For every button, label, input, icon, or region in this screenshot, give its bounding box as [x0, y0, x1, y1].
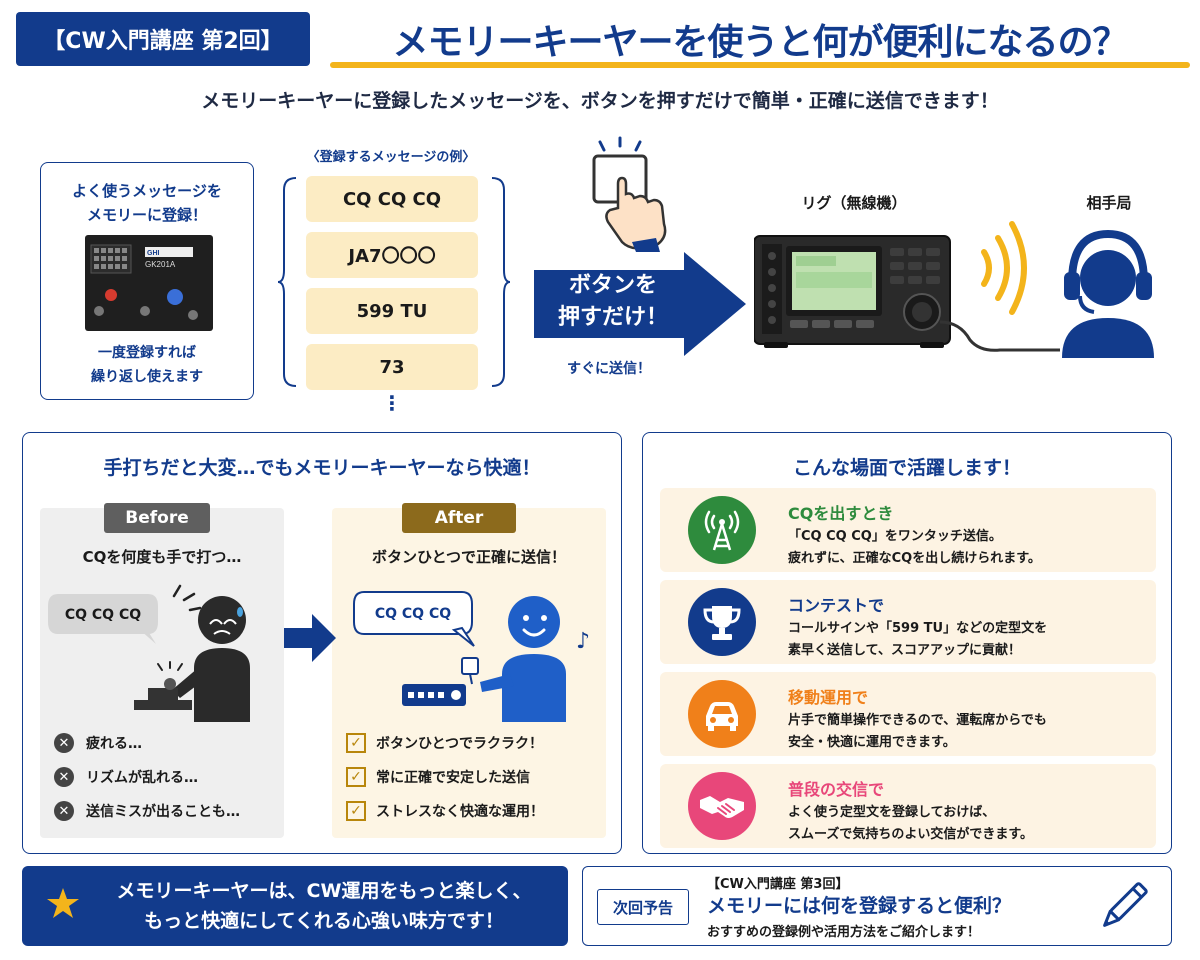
scene-title: 普段の交信で	[788, 780, 885, 799]
transceiver-image	[754, 235, 951, 348]
before-illustration: CQ CQ CQ	[48, 584, 250, 722]
footer-message: メモリーキーヤーは、CW運用をもっと楽しく、 もっと快適にしてくれる心強い味方で…	[116, 880, 532, 932]
antenna-tower-icon	[688, 496, 756, 564]
con-item: ✕疲れる…	[54, 726, 284, 760]
scene-description: よく使う定型文を登録しておけば、 スムーズで気持ちのよい交信ができます。	[788, 805, 1034, 842]
radio-waves-icon	[981, 221, 1027, 315]
before-tag: Before	[104, 503, 210, 533]
after-tag: After	[402, 503, 516, 533]
message-example-1: CQ CQ CQ	[306, 176, 478, 222]
peer-station-label: 相手局	[1086, 194, 1132, 212]
arrow-label: ボタンを 押すだけ！	[557, 273, 668, 330]
comparison-title: 手打ちだと大変…でもメモリーキーヤーなら快適！	[103, 457, 541, 479]
scene-cq: CQを出すとき 「CQ CQ CQ」をワンタッチ送信。 疲れずに、正確なCQを出…	[660, 488, 1156, 572]
trophy-icon	[688, 588, 756, 656]
pro-item: ✓常に正確で安定した送信	[346, 760, 606, 794]
hand-press-button-icon	[592, 136, 667, 252]
send-flow-arrow	[534, 252, 746, 356]
handshake-icon	[688, 772, 756, 840]
device-model: GK201A	[145, 260, 176, 269]
page-subtitle: メモリーキーヤーに登録したメッセージを、ボタンを押すだけで簡単・正確に送信できま…	[201, 90, 999, 112]
scenes-title: こんな場面で活躍します！	[792, 457, 1021, 479]
music-note-icon: ♪	[576, 629, 590, 654]
register-card-caption: 一度登録すれば 繰り返し使えます	[91, 345, 203, 385]
x-circle-icon: ✕	[54, 733, 74, 753]
scene-description: コールサインや「599 TU」などの定型文を 素早く送信して、スコアアップに貢献…	[788, 621, 1048, 658]
pencil-icon	[1103, 882, 1148, 927]
scene-contest: コンテストで コールサインや「599 TU」などの定型文を 素早く送信して、スコ…	[660, 580, 1156, 664]
scene-title: CQを出すとき	[788, 504, 894, 523]
message-example-4: 73	[306, 344, 478, 390]
rig-label: リグ（無線機）	[801, 194, 907, 212]
next-episode-series: 【CW入門講座 第3回】	[707, 877, 849, 892]
message-brace	[278, 177, 510, 387]
register-card-title: よく使うメッセージを メモリーに登録！	[72, 182, 222, 224]
con-item: ✕送信ミスが出ることも…	[54, 794, 284, 828]
message-example-2: JA7〇〇〇	[306, 232, 478, 278]
after-illustration: CQ CQ CQ ♪	[353, 591, 590, 722]
message-ellipsis: ⋮	[382, 391, 402, 415]
memory-keyer-device-image: GHI GK201A	[85, 235, 213, 331]
before-bubble-text: CQ CQ CQ	[65, 607, 141, 623]
pro-item: ✓ボタンひとつでラクラク！	[346, 726, 606, 760]
x-circle-icon: ✕	[54, 767, 74, 787]
scene-description: 「CQ CQ CQ」をワンタッチ送信。 疲れずに、正確なCQを出し続けられます。	[788, 529, 1041, 566]
after-heading: ボタンひとつで正確に送信！	[372, 548, 566, 566]
scene-title: コンテストで	[788, 596, 885, 615]
register-card: よく使うメッセージを メモリーに登録！ GHI GK201A 一度登録すれば 繰…	[40, 162, 254, 400]
scene-title: 移動運用で	[788, 688, 869, 707]
after-bubble-text: CQ CQ CQ	[375, 606, 451, 622]
x-circle-icon: ✕	[54, 801, 74, 821]
arrow-sub-label: すぐに送信！	[567, 361, 651, 377]
next-episode-preview: 次回予告 【CW入門講座 第3回】 メモリーには何を登録すると便利？ おすすめの…	[582, 866, 1172, 946]
page-title: メモリーキーヤーを使うと何が便利になるの？	[392, 22, 1128, 63]
checkbox-check-icon: ✓	[346, 733, 366, 753]
next-episode-badge: 次回予告	[597, 889, 689, 925]
device-brand: GHI	[147, 250, 160, 257]
before-cons-list: ✕疲れる… ✕リズムが乱れる… ✕送信ミスが出ることも…	[54, 726, 284, 828]
after-pros-list: ✓ボタンひとつでラクラク！ ✓常に正確で安定した送信 ✓ストレスなく快適な運用！	[346, 726, 606, 828]
before-heading: CQを何度も手で打つ…	[82, 548, 242, 566]
car-icon	[688, 680, 756, 748]
comparison-arrow	[284, 614, 336, 662]
checkbox-check-icon: ✓	[346, 801, 366, 821]
cable-icon	[940, 320, 1060, 352]
scene-mobile: 移動運用で 片手で簡単操作できるので、運転席からでも 安全・快適に運用できます。	[660, 672, 1156, 756]
next-episode-title: メモリーには何を登録すると便利？	[707, 895, 1012, 917]
pro-item: ✓ストレスなく快適な運用！	[346, 794, 606, 828]
message-example-3: 599 TU	[306, 288, 478, 334]
next-episode-description: おすすめの登録例や活用方法をご紹介します！	[707, 925, 981, 940]
star-icon	[47, 888, 79, 918]
scene-description: 片手で簡単操作できるので、運転席からでも 安全・快適に運用できます。	[788, 713, 1047, 750]
title-underline	[330, 62, 1190, 68]
checkbox-check-icon: ✓	[346, 767, 366, 787]
con-item: ✕リズムが乱れる…	[54, 760, 284, 794]
message-examples-title: 〈登録するメッセージの例〉	[306, 150, 476, 165]
series-badge: 【CW入門講座 第2回】	[16, 12, 310, 66]
scene-daily-qso: 普段の交信で よく使う定型文を登録しておけば、 スムーズで気持ちのよい交信ができ…	[660, 764, 1156, 848]
footer-message-banner: メモリーキーヤーは、CW運用をもっと楽しく、 もっと快適にしてくれる心強い味方で…	[22, 866, 568, 946]
peer-operator-headset-icon	[1062, 229, 1154, 358]
